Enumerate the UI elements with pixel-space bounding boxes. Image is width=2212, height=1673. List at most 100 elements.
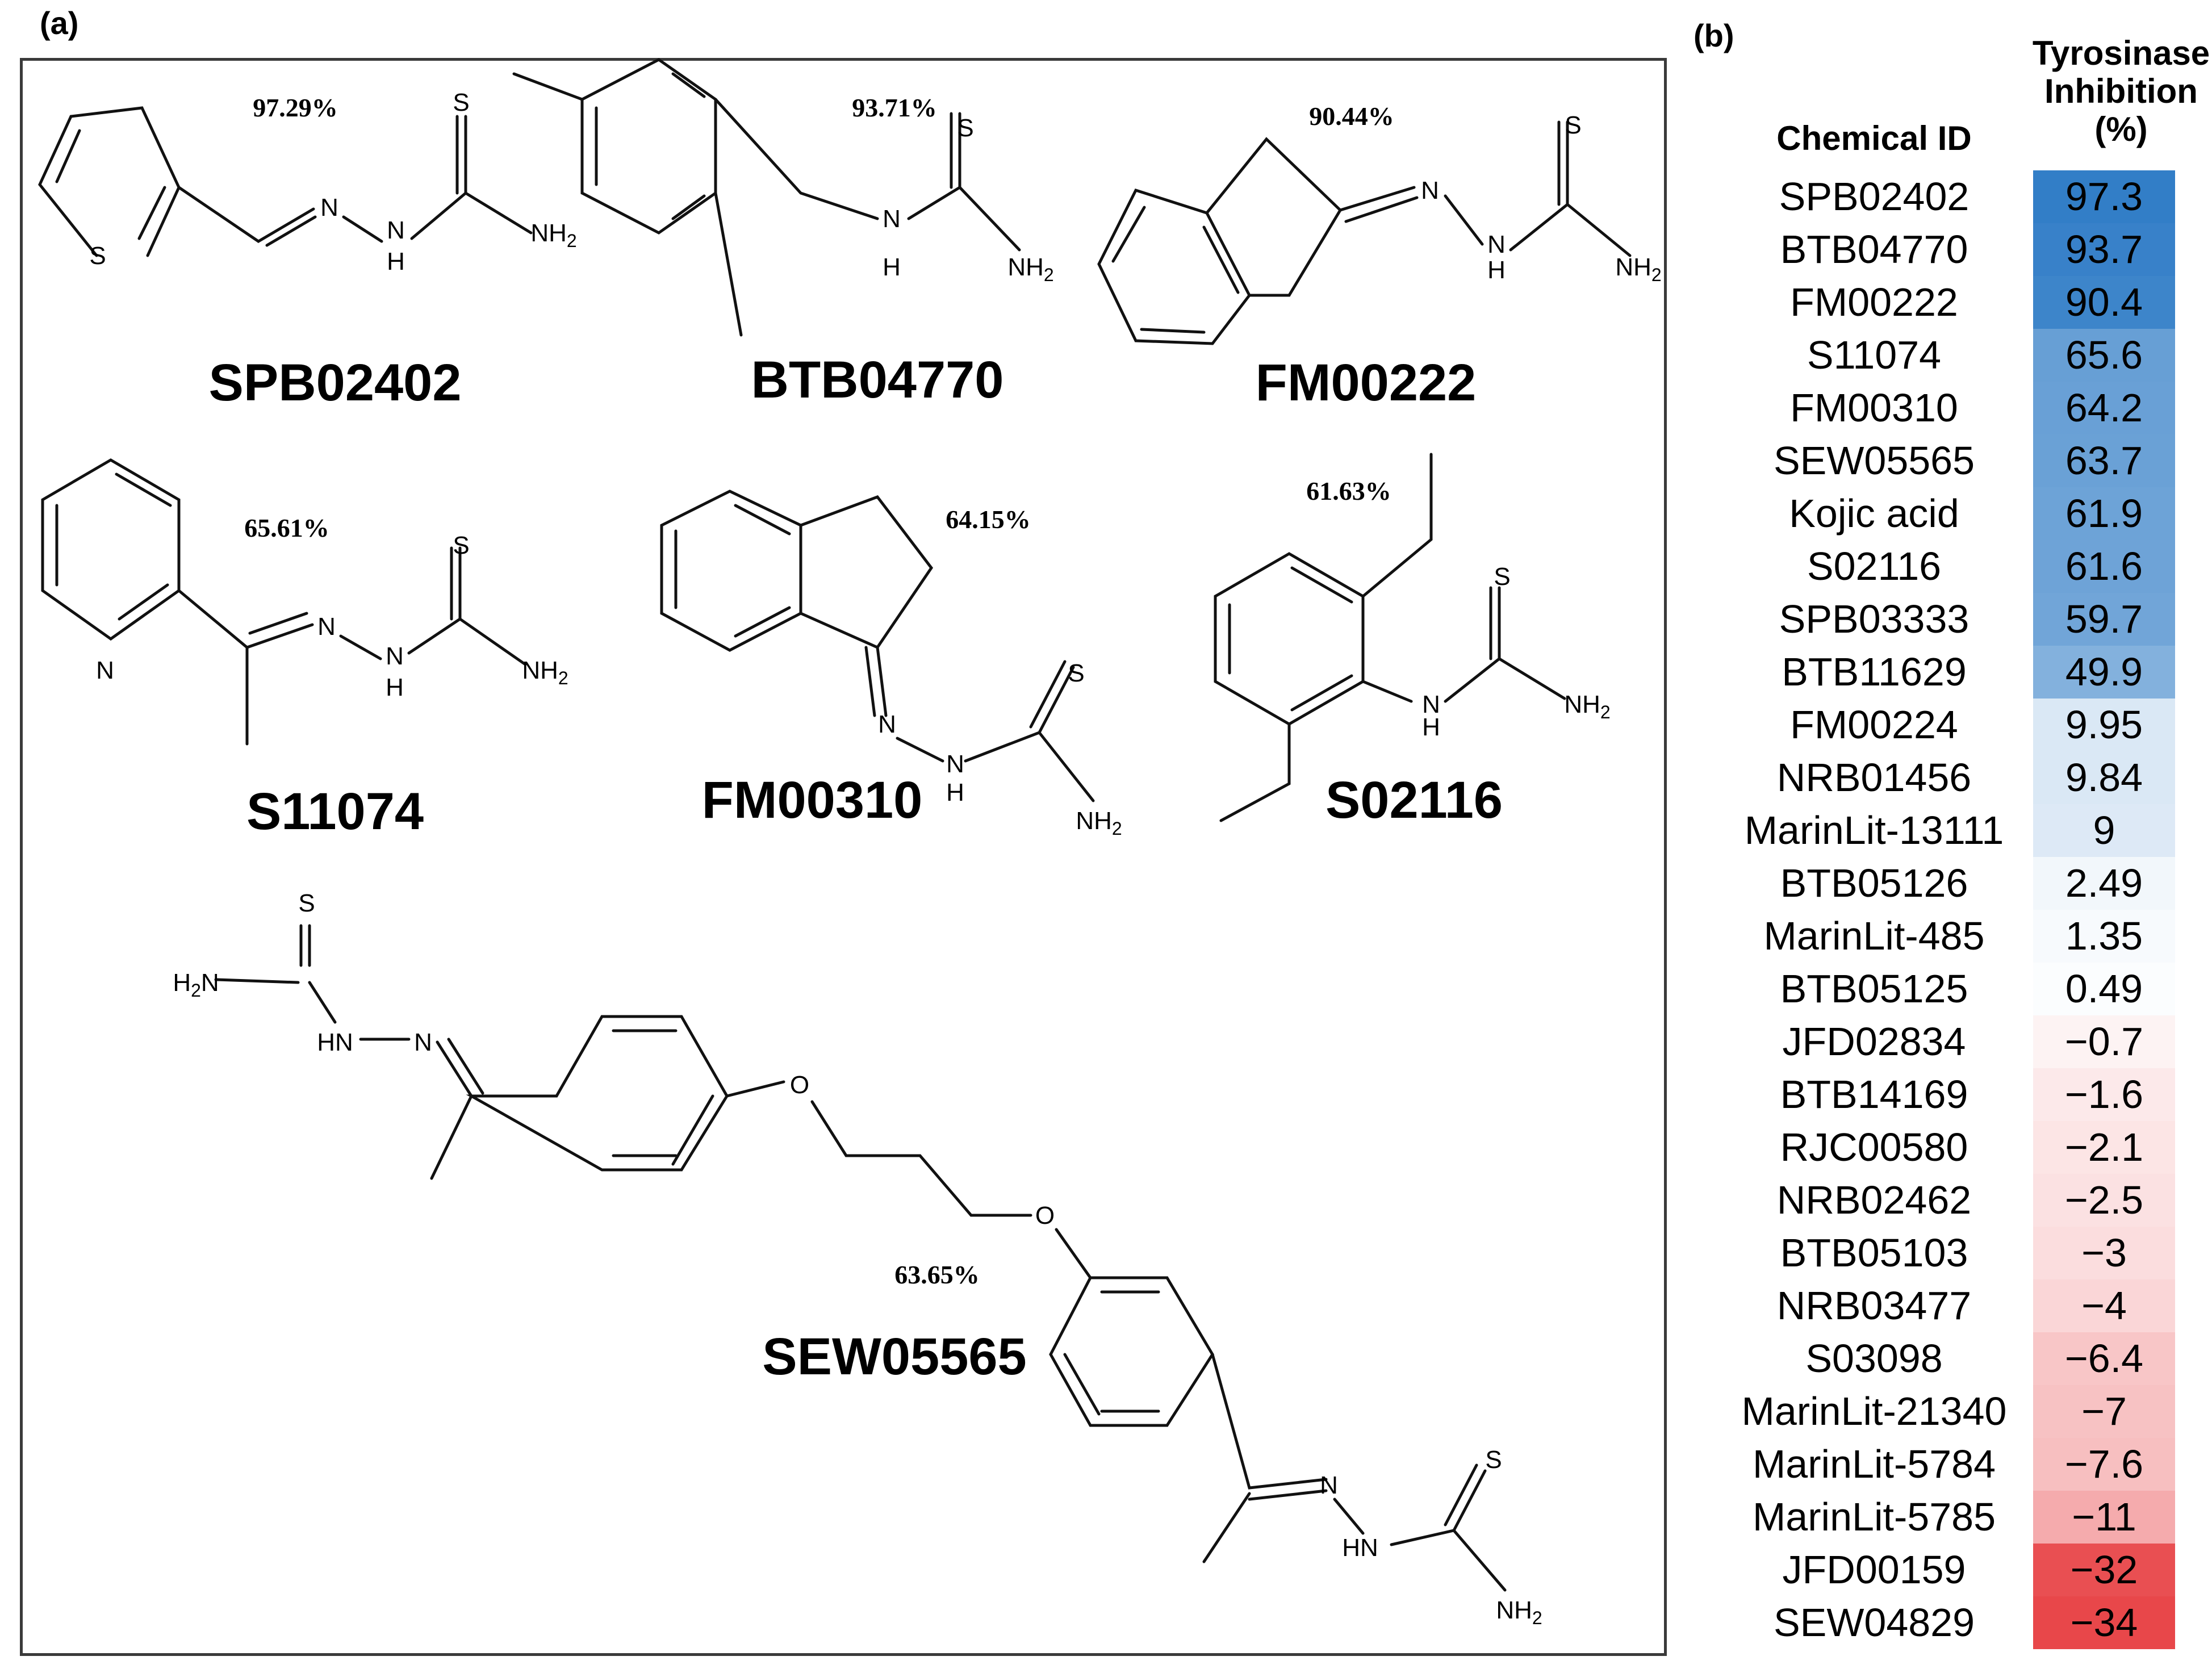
table-row-inhibition-cell: 63.7 — [2033, 434, 2175, 487]
table-row-chemical-id: BTB05125 — [1780, 967, 1968, 1011]
table-row-chemical-id: MarinLit-485 — [1763, 914, 1985, 958]
table-row-inhibition-cell: −32 — [2033, 1544, 2175, 1596]
table-row-inhibition-cell: 65.6 — [2033, 329, 2175, 382]
table-row-chemical-id: NRB02462 — [1776, 1178, 1972, 1222]
table-row-inhibition-cell: −6.4 — [2033, 1332, 2175, 1385]
column-header-chemical-id: Chemical ID — [1776, 119, 1972, 157]
atom-s-thione: S — [957, 114, 973, 142]
table-row-inhibition-cell: −0.7 — [2033, 1015, 2175, 1068]
panel-b-label: (b) — [1694, 18, 1734, 53]
pct-label: 97.29% — [253, 93, 338, 122]
atom-o: O — [790, 1071, 809, 1099]
table-row-inhibition-cell: −1.6 — [2033, 1068, 2175, 1121]
table-row-inhibition-cell: −2.1 — [2033, 1121, 2175, 1174]
atom-s-thione: S — [1565, 111, 1581, 139]
table-row-inhibition-cell: 90.4 — [2033, 276, 2175, 329]
pct-label: 63.65% — [894, 1260, 980, 1289]
header-line: (%) — [2094, 110, 2148, 149]
atom-nh-n: N — [387, 216, 405, 244]
table-row-chemical-id: SPB03333 — [1779, 597, 1970, 641]
atom-nh-n: N — [883, 205, 901, 233]
atom-nh-h: H — [387, 248, 405, 275]
table-row-inhibition-cell: −34 — [2033, 1596, 2175, 1649]
compound-name: BTB04770 — [751, 351, 1004, 409]
atom-nh-h: H — [946, 779, 964, 806]
pct-label: 61.63% — [1306, 476, 1391, 505]
atom-nh-n: N — [946, 750, 964, 778]
table-row-inhibition-cell: 93.7 — [2033, 223, 2175, 276]
atom-nh-h: H — [1422, 713, 1440, 741]
table-row-chemical-id: BTB11629 — [1782, 650, 1967, 694]
atom-s-thione: S — [453, 89, 469, 116]
pct-label: 90.44% — [1309, 102, 1394, 131]
header-line: Tyrosinase — [2032, 34, 2210, 72]
table-row-inhibition-cell: −7.6 — [2033, 1438, 2175, 1491]
table-row-inhibition-cell: 9 — [2033, 804, 2175, 857]
atom-o: O — [1035, 1202, 1055, 1229]
table-row-inhibition-cell: −11 — [2033, 1491, 2175, 1544]
atom-h2n: H2N — [173, 969, 219, 1001]
table-row-chemical-id: S03098 — [1805, 1336, 1943, 1381]
header-line: Inhibition — [2044, 72, 2198, 111]
pct-label: 93.71% — [852, 93, 937, 122]
table-row-inhibition-cell: −2.5 — [2033, 1174, 2175, 1227]
atom-s-thione: S — [1485, 1446, 1502, 1474]
table-row-chemical-id: JFD00159 — [1782, 1547, 1966, 1592]
table-row-chemical-id: MarinLit-5784 — [1753, 1442, 1996, 1486]
atom-s-thione: S — [453, 532, 469, 559]
table-row-chemical-id: SEW04829 — [1773, 1600, 1975, 1645]
atom-nh-n: N — [1487, 231, 1506, 258]
table-row-inhibition-cell: 9.95 — [2033, 699, 2175, 751]
panel-a-label: (a) — [40, 5, 79, 41]
table-row-inhibition-cell: 0.49 — [2033, 963, 2175, 1015]
table-row-chemical-id: MarinLit-21340 — [1741, 1389, 2007, 1433]
pct-label: 64.15% — [946, 505, 1031, 534]
atom-nh2: NH2 — [530, 219, 576, 251]
compound-name: SPB02402 — [209, 354, 462, 412]
table-row-inhibition-cell: 97.3 — [2033, 170, 2175, 223]
table-row-chemical-id: MarinLit-13111 — [1744, 808, 2004, 852]
compound-name: SEW05565 — [762, 1328, 1026, 1386]
atom-n: N — [878, 710, 896, 738]
table-row-chemical-id: FM00310 — [1790, 386, 1958, 430]
table-row-inhibition-cell: 1.35 — [2033, 910, 2175, 963]
table-row-chemical-id: SEW05565 — [1773, 438, 1975, 483]
atom-nh-h: H — [386, 674, 404, 701]
atom-nh-h: H — [1487, 256, 1506, 284]
atom-nh2: NH2 — [1076, 807, 1122, 839]
table-row-chemical-id: BTB05103 — [1780, 1231, 1968, 1275]
atom-n: N — [320, 194, 338, 221]
atom-s-thione: S — [298, 889, 315, 917]
table-row-chemical-id: JFD02834 — [1782, 1019, 1966, 1064]
atom-n-ring: N — [96, 656, 114, 684]
atom-nh2: NH2 — [1615, 253, 1661, 285]
table-row-chemical-id: BTB04770 — [1780, 227, 1968, 271]
table-row-inhibition-cell: 64.2 — [2033, 382, 2175, 434]
table-row-inhibition-cell: 59.7 — [2033, 593, 2175, 646]
table-row-chemical-id: NRB01456 — [1776, 755, 1972, 800]
table-row-inhibition-cell: 2.49 — [2033, 857, 2175, 910]
table-row-inhibition-cell: 61.9 — [2033, 487, 2175, 540]
atom-s-ring: S — [89, 242, 106, 270]
compound-name: S11074 — [246, 783, 424, 840]
table-row-chemical-id: MarinLit-5785 — [1753, 1495, 1996, 1539]
atom-nh-n: N — [386, 642, 404, 670]
table-row-inhibition-cell: 61.6 — [2033, 540, 2175, 593]
table-row-inhibition-cell: −3 — [2033, 1227, 2175, 1279]
compound-name: S02116 — [1325, 771, 1503, 829]
atom-nh-n: N — [1422, 691, 1440, 718]
atom-hn: HN — [317, 1028, 353, 1056]
atom-s-thione: S — [1068, 659, 1084, 687]
atom-n: N — [1320, 1471, 1338, 1499]
atom-nh2: NH2 — [522, 656, 568, 688]
table-row-chemical-id: BTB14169 — [1780, 1072, 1968, 1116]
compound-name: FM00310 — [702, 771, 923, 829]
table-row-chemical-id: Kojic acid — [1789, 491, 1959, 536]
atom-n: N — [1421, 177, 1439, 204]
table-row-chemical-id: NRB03477 — [1776, 1283, 1972, 1328]
table-row-chemical-id: S11074 — [1807, 333, 1942, 377]
compound-name: FM00222 — [1256, 354, 1477, 412]
table-row-inhibition-cell: −4 — [2033, 1279, 2175, 1332]
atom-s-thione: S — [1494, 563, 1510, 591]
table-row-chemical-id: FM00224 — [1790, 702, 1958, 747]
